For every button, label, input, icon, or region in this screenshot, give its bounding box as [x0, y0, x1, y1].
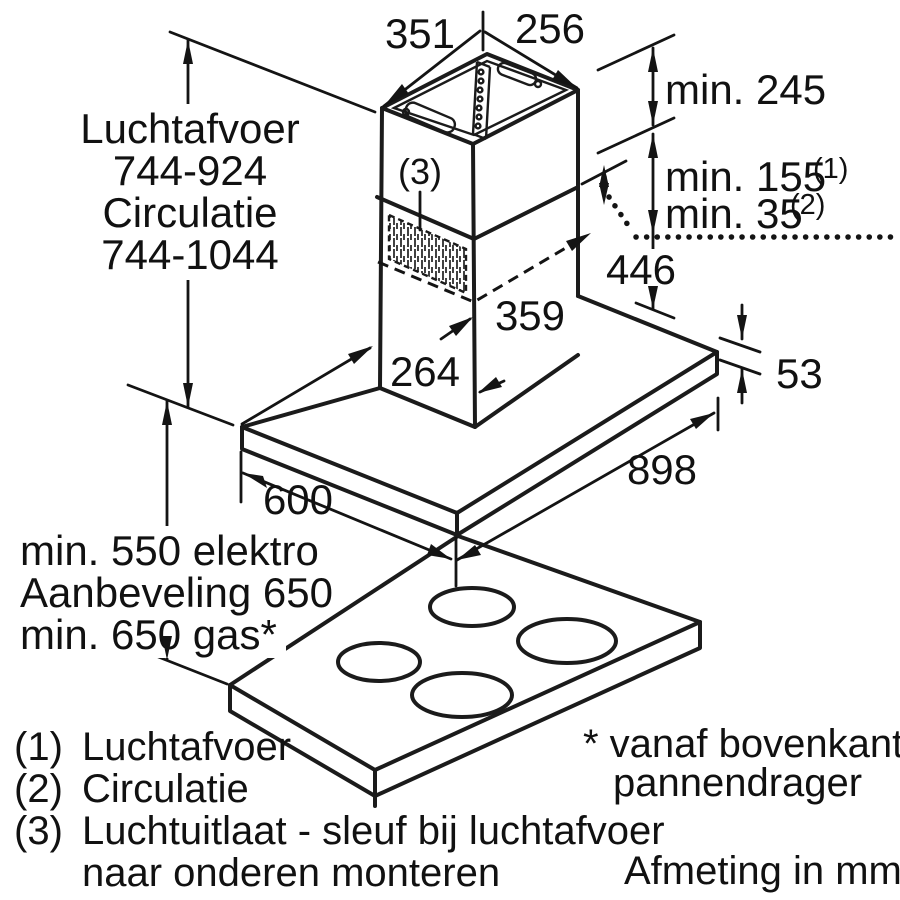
tick-top-left	[168, 30, 377, 114]
legend-3-text: Luchtuitlaat - sleuf bij luchtafvoer	[82, 809, 665, 853]
tick-245-top	[596, 33, 676, 72]
dim-min-35: min. 35	[665, 190, 803, 237]
dim-898: 898	[627, 446, 697, 493]
dim-256: 256	[515, 5, 585, 52]
dim-600: 600	[263, 476, 333, 523]
svg-text:Aanbeveling 650: Aanbeveling 650	[20, 569, 333, 616]
tick-canopy-left-ext	[126, 383, 235, 427]
dim-min-155: min. 155	[665, 153, 826, 200]
tick-53-bottom	[718, 358, 762, 376]
dim-53: 53	[776, 350, 823, 397]
svg-text:Circulatie: Circulatie	[102, 189, 277, 236]
dimline-600	[241, 471, 453, 561]
air-outlet-slot	[387, 213, 468, 295]
chimney-top-inner-rim	[390, 59, 570, 137]
labels: 351 256 min. 245 min. 155 (1) min. 35 (2…	[14, 5, 900, 895]
burner-right	[516, 617, 618, 665]
dim-446: 446	[606, 246, 676, 293]
height-label-bg	[58, 104, 300, 280]
callout-3-marker: (3)	[398, 151, 442, 192]
chimney-left-edge	[378, 106, 384, 390]
legend-2-text: Circulatie	[82, 767, 249, 811]
dim-min-35-sup: (2)	[790, 189, 825, 221]
svg-text:Luchtafvoer: Luchtafvoer	[80, 105, 299, 152]
cooktop-thickness-edges	[228, 620, 702, 808]
legend-2-num: (2)	[14, 767, 63, 811]
lower-section-dashed-line	[377, 234, 587, 304]
tick-53-top	[718, 336, 762, 354]
svg-text:744-1044: 744-1044	[101, 231, 279, 278]
telescopic-joint	[375, 185, 580, 241]
dim-359: 359	[495, 292, 565, 339]
cooktop	[228, 534, 702, 808]
leader-canopy-corner	[240, 346, 372, 426]
legend-1-text: Luchtafvoer	[82, 725, 291, 769]
tick-446-bottom	[634, 301, 676, 320]
svg-text:min. 650 gas*: min. 650 gas*	[20, 611, 277, 658]
svg-text:pannendrager: pannendrager	[613, 761, 862, 805]
burner-back	[428, 586, 516, 628]
chimney-front-edge	[471, 142, 477, 429]
burner-front	[410, 671, 514, 719]
mounting-bracket	[401, 60, 543, 141]
legend-3-num: (3)	[14, 809, 63, 853]
arrowheads	[162, 40, 747, 660]
svg-text:744-924: 744-924	[113, 147, 267, 194]
tick-245-bottom	[596, 116, 676, 155]
units-note: Afmeting in mm	[624, 849, 900, 893]
clearance-label: min. 550 elektro Aanbeveling 650 min. 65…	[20, 527, 333, 658]
dim-264: 264	[390, 348, 460, 395]
dotted-reference-diag	[606, 194, 633, 231]
legend-1-num: (1)	[14, 725, 63, 769]
footnote: * vanaf bovenkant pannendrager	[583, 722, 900, 805]
clearance-label-bg	[12, 526, 286, 658]
dim-446-bg	[603, 249, 681, 290]
chimney-bottom-edges	[378, 353, 580, 429]
svg-text:min. 550 elektro: min. 550 elektro	[20, 527, 319, 574]
svg-text:* vanaf bovenkant: * vanaf bovenkant	[583, 722, 900, 766]
dim-min-155-sup: (1)	[813, 153, 848, 185]
dim-351: 351	[385, 10, 455, 57]
height-range-label: Luchtafvoer 744-924 Circulatie 744-1044	[80, 105, 299, 278]
chimney-duct	[375, 52, 587, 429]
burner-left	[336, 641, 422, 683]
dimline-898	[455, 411, 716, 562]
dim-min-245: min. 245	[665, 66, 826, 113]
legend: (1) Luchtafvoer (2) Circulatie (3) Lucht…	[14, 725, 665, 895]
burner-rings	[336, 586, 618, 719]
legend-3-text2: naar onderen monteren	[82, 851, 500, 895]
